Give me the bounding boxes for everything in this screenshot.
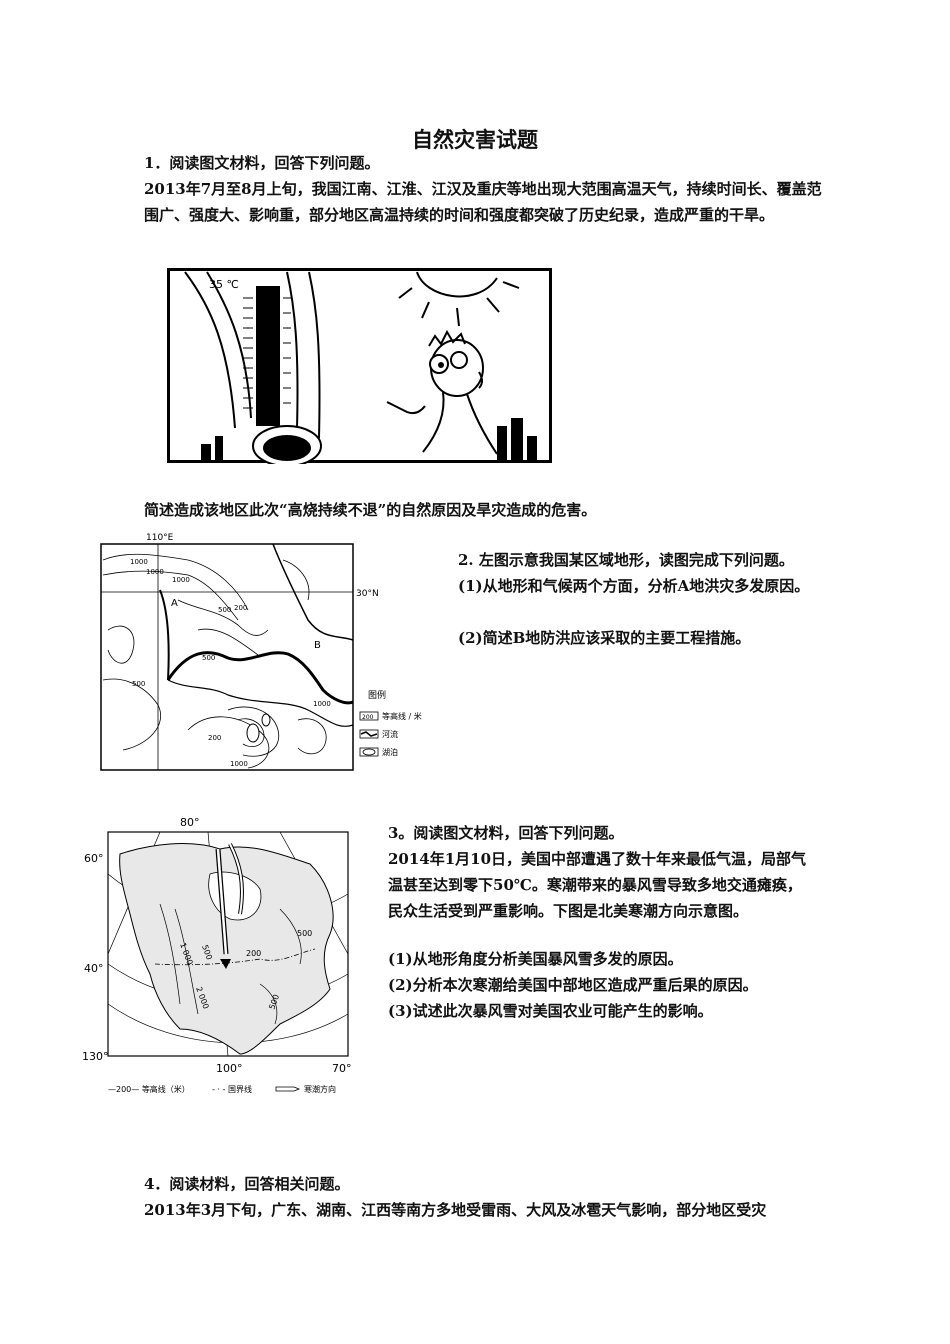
contour-label: 1000	[230, 760, 248, 768]
map3-lon-70: 70°	[332, 1062, 352, 1075]
map2-lat-label: 30°N	[356, 589, 379, 599]
terrain-map-figure: 110°E 30°N 1000 1000 1000 500 200 5	[98, 530, 438, 774]
map2-lon-label: 110°E	[146, 533, 174, 543]
q1-heading: 1．阅读图文材料，回答下列问题。	[144, 154, 380, 172]
map3-lat-40: 40°	[84, 962, 104, 975]
north-america-map-figure: 80° 60° 40° 130° 100° 70°	[80, 814, 370, 1100]
q1-question: 简述造成该地区此次“高烧持续不退”的自然原因及旱灾造成的危害。	[144, 501, 597, 519]
q4-heading: 4．阅读材料，回答相关问题。	[144, 1175, 350, 1193]
contour-label: 1000	[130, 558, 148, 566]
map3-contour-label: 200	[246, 949, 261, 958]
map3-contour-label: 500	[297, 929, 312, 938]
q2-intro: 2. 左图示意我国某区域地形，读图完成下列问题。	[458, 551, 794, 569]
legend-item-lake: 湖泊	[382, 747, 398, 757]
contour-label: 500	[218, 606, 231, 614]
legend-contour-sample: 200	[362, 714, 374, 721]
map3-legend-border: - · - 国界线	[212, 1084, 252, 1094]
contour-label: 1000	[146, 568, 164, 576]
map3-legend-cold: 寒潮方向	[304, 1084, 336, 1094]
q3-heading: 3。阅读图文材料，回答下列问题。	[388, 824, 624, 842]
contour-label: 200	[234, 604, 247, 612]
q3-sub3: (3)试述此次暴风雪对美国农业可能产生的影响。	[388, 1002, 713, 1020]
q2-sub1: (1)从地形和气候两个方面，分析A地洪灾多发原因。	[458, 577, 810, 595]
legend-item-river: 河流	[382, 729, 398, 739]
contour-label: 1000	[313, 700, 331, 708]
page-title: 自然灾害试题	[412, 128, 538, 152]
map3-lon-100: 100°	[216, 1062, 243, 1075]
point-a-label: A	[171, 598, 178, 609]
q2-sub2: (2)简述B地防洪应该采取的主要工程措施。	[458, 629, 751, 647]
contour-label: 200	[208, 734, 221, 742]
contour-label: 500	[132, 680, 145, 688]
contour-label: 500	[202, 654, 215, 662]
q4-material: 2013年3月下旬，广东、湖南、江西等南方多地受雷雨、大风及冰雹天气影响，部分地…	[144, 1201, 767, 1219]
point-b-label: B	[314, 640, 321, 651]
map3-lon-130: 130°	[82, 1050, 109, 1063]
legend-title: 图例	[368, 689, 386, 701]
q3-material: 2014年1月10日，美国中部遭遇了数十年来最低气温，局部气温甚至达到零下50℃…	[388, 850, 807, 920]
contour-label: 1000	[172, 576, 190, 584]
legend-item-contour: 等高线 / 米	[382, 711, 422, 721]
heat-cartoon-figure: 35 ℃	[167, 268, 553, 464]
q3-sub2: (2)分析本次寒潮给美国中部地区造成严重后果的原因。	[388, 976, 758, 994]
map3-lon-80: 80°	[180, 816, 200, 829]
thermometer-temp-label: 35 ℃	[209, 278, 239, 291]
map3-legend-contour: —200— 等高线（米）	[108, 1084, 190, 1094]
q1-material: 2013年7月至8月上旬，我国江南、江淮、江汉及重庆等地出现大范围高温天气，持续…	[144, 180, 822, 224]
map3-lat-60: 60°	[84, 852, 104, 865]
q3-sub1: (1)从地形角度分析美国暴风雪多发的原因。	[388, 950, 683, 968]
